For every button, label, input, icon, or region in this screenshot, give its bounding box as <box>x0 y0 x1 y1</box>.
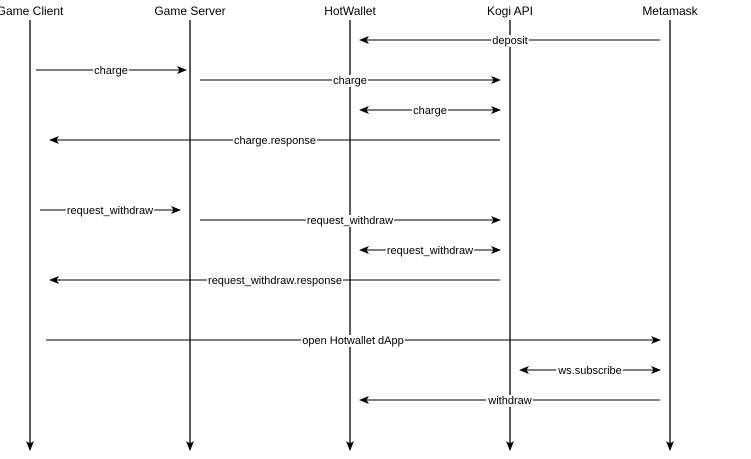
message-label: deposit <box>492 35 527 47</box>
message-0: deposit <box>359 35 660 47</box>
message-label-bg <box>233 135 317 147</box>
actor-label-metamask: Metamask <box>642 4 698 18</box>
message-label-bg <box>412 105 448 117</box>
message-label-bg <box>385 245 475 257</box>
message-label-bg <box>93 65 129 77</box>
message-label: ws.subscribe <box>557 365 622 377</box>
message-9: open Hotwallet dApp <box>46 335 661 347</box>
message-label: open Hotwallet dApp <box>302 335 404 347</box>
message-label: charge <box>413 105 447 117</box>
message-label: withdraw <box>487 395 531 407</box>
actor-label-hotwallet: HotWallet <box>324 4 376 18</box>
message-label-bg <box>301 335 405 347</box>
message-label-bg <box>556 365 623 377</box>
actor-label-game-client: Game Client <box>0 4 64 18</box>
actor-label-game-server: Game Server <box>154 4 225 18</box>
message-1: charge <box>36 65 187 77</box>
message-4: charge.response <box>49 135 500 147</box>
message-3: charge <box>359 105 501 117</box>
actor-label-kogi-api: Kogi API <box>487 4 533 18</box>
message-2: charge <box>200 75 501 87</box>
message-label: request_withdraw <box>67 205 153 217</box>
message-label: charge <box>333 75 367 87</box>
message-label-bg <box>491 35 529 47</box>
message-label: request_withdraw.response <box>208 275 342 287</box>
message-label: charge <box>94 65 128 77</box>
message-label-bg <box>207 275 343 287</box>
message-label-bg <box>486 395 533 407</box>
message-10: ws.subscribe <box>519 365 661 377</box>
message-7: request_withdraw <box>359 245 501 257</box>
message-8: request_withdraw.response <box>49 275 500 287</box>
message-label-bg <box>332 75 368 87</box>
message-label: charge.response <box>234 135 316 147</box>
message-6: request_withdraw <box>200 215 501 227</box>
message-label-bg <box>65 205 155 217</box>
message-label: request_withdraw <box>307 215 393 227</box>
message-label: request_withdraw <box>387 245 473 257</box>
message-5: request_withdraw <box>40 205 181 217</box>
message-11: withdraw <box>359 395 660 407</box>
message-label-bg <box>305 215 395 227</box>
